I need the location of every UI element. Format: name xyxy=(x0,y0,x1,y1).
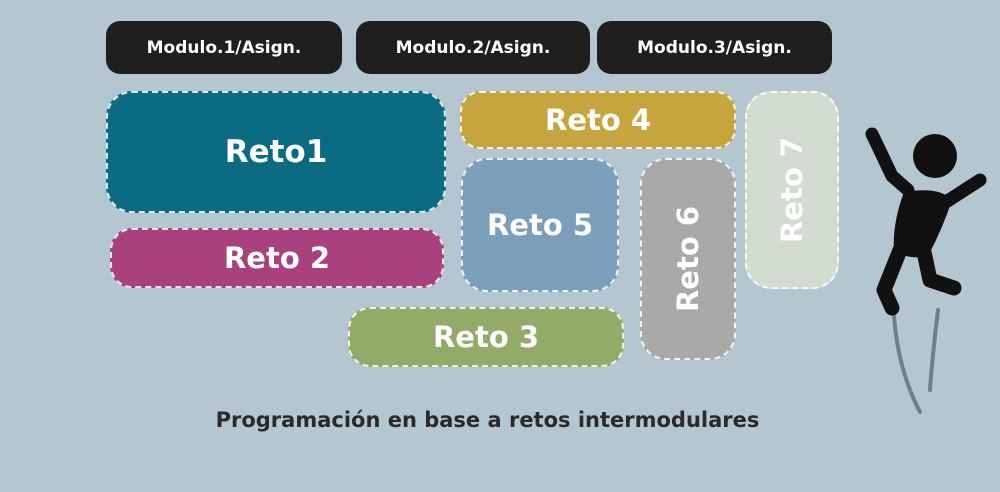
reto-4-label: Reto 4 xyxy=(544,103,652,137)
reto-7-label: Reto 7 xyxy=(775,136,809,244)
module-2-tab: Modulo.2/Asign. xyxy=(356,21,590,74)
reto-1-label: Reto1 xyxy=(224,134,328,170)
reto-1-block: Reto1 xyxy=(106,91,446,213)
module-2-label: Modulo.2/Asign. xyxy=(395,37,551,58)
reto-6-block: Reto 6 xyxy=(640,158,736,360)
reto-5-label: Reto 5 xyxy=(486,208,594,242)
reto-3-block: Reto 3 xyxy=(348,307,624,367)
reto-5-block: Reto 5 xyxy=(461,158,619,292)
caption: Programación en base a retos intermodula… xyxy=(215,408,760,432)
reto-2-block: Reto 2 xyxy=(110,228,444,288)
module-3-tab: Modulo.3/Asign. xyxy=(597,21,832,74)
reto-6-label: Reto 6 xyxy=(671,205,705,313)
jumping-person-icon xyxy=(865,127,987,414)
reto-7-block: Reto 7 xyxy=(745,91,839,289)
module-1-tab: Modulo.1/Asign. xyxy=(106,21,342,74)
module-1-label: Modulo.1/Asign. xyxy=(146,37,302,58)
module-3-label: Modulo.3/Asign. xyxy=(637,37,792,58)
reto-4-block: Reto 4 xyxy=(460,91,736,149)
reto-3-label: Reto 3 xyxy=(432,320,540,354)
reto-2-label: Reto 2 xyxy=(223,241,331,275)
